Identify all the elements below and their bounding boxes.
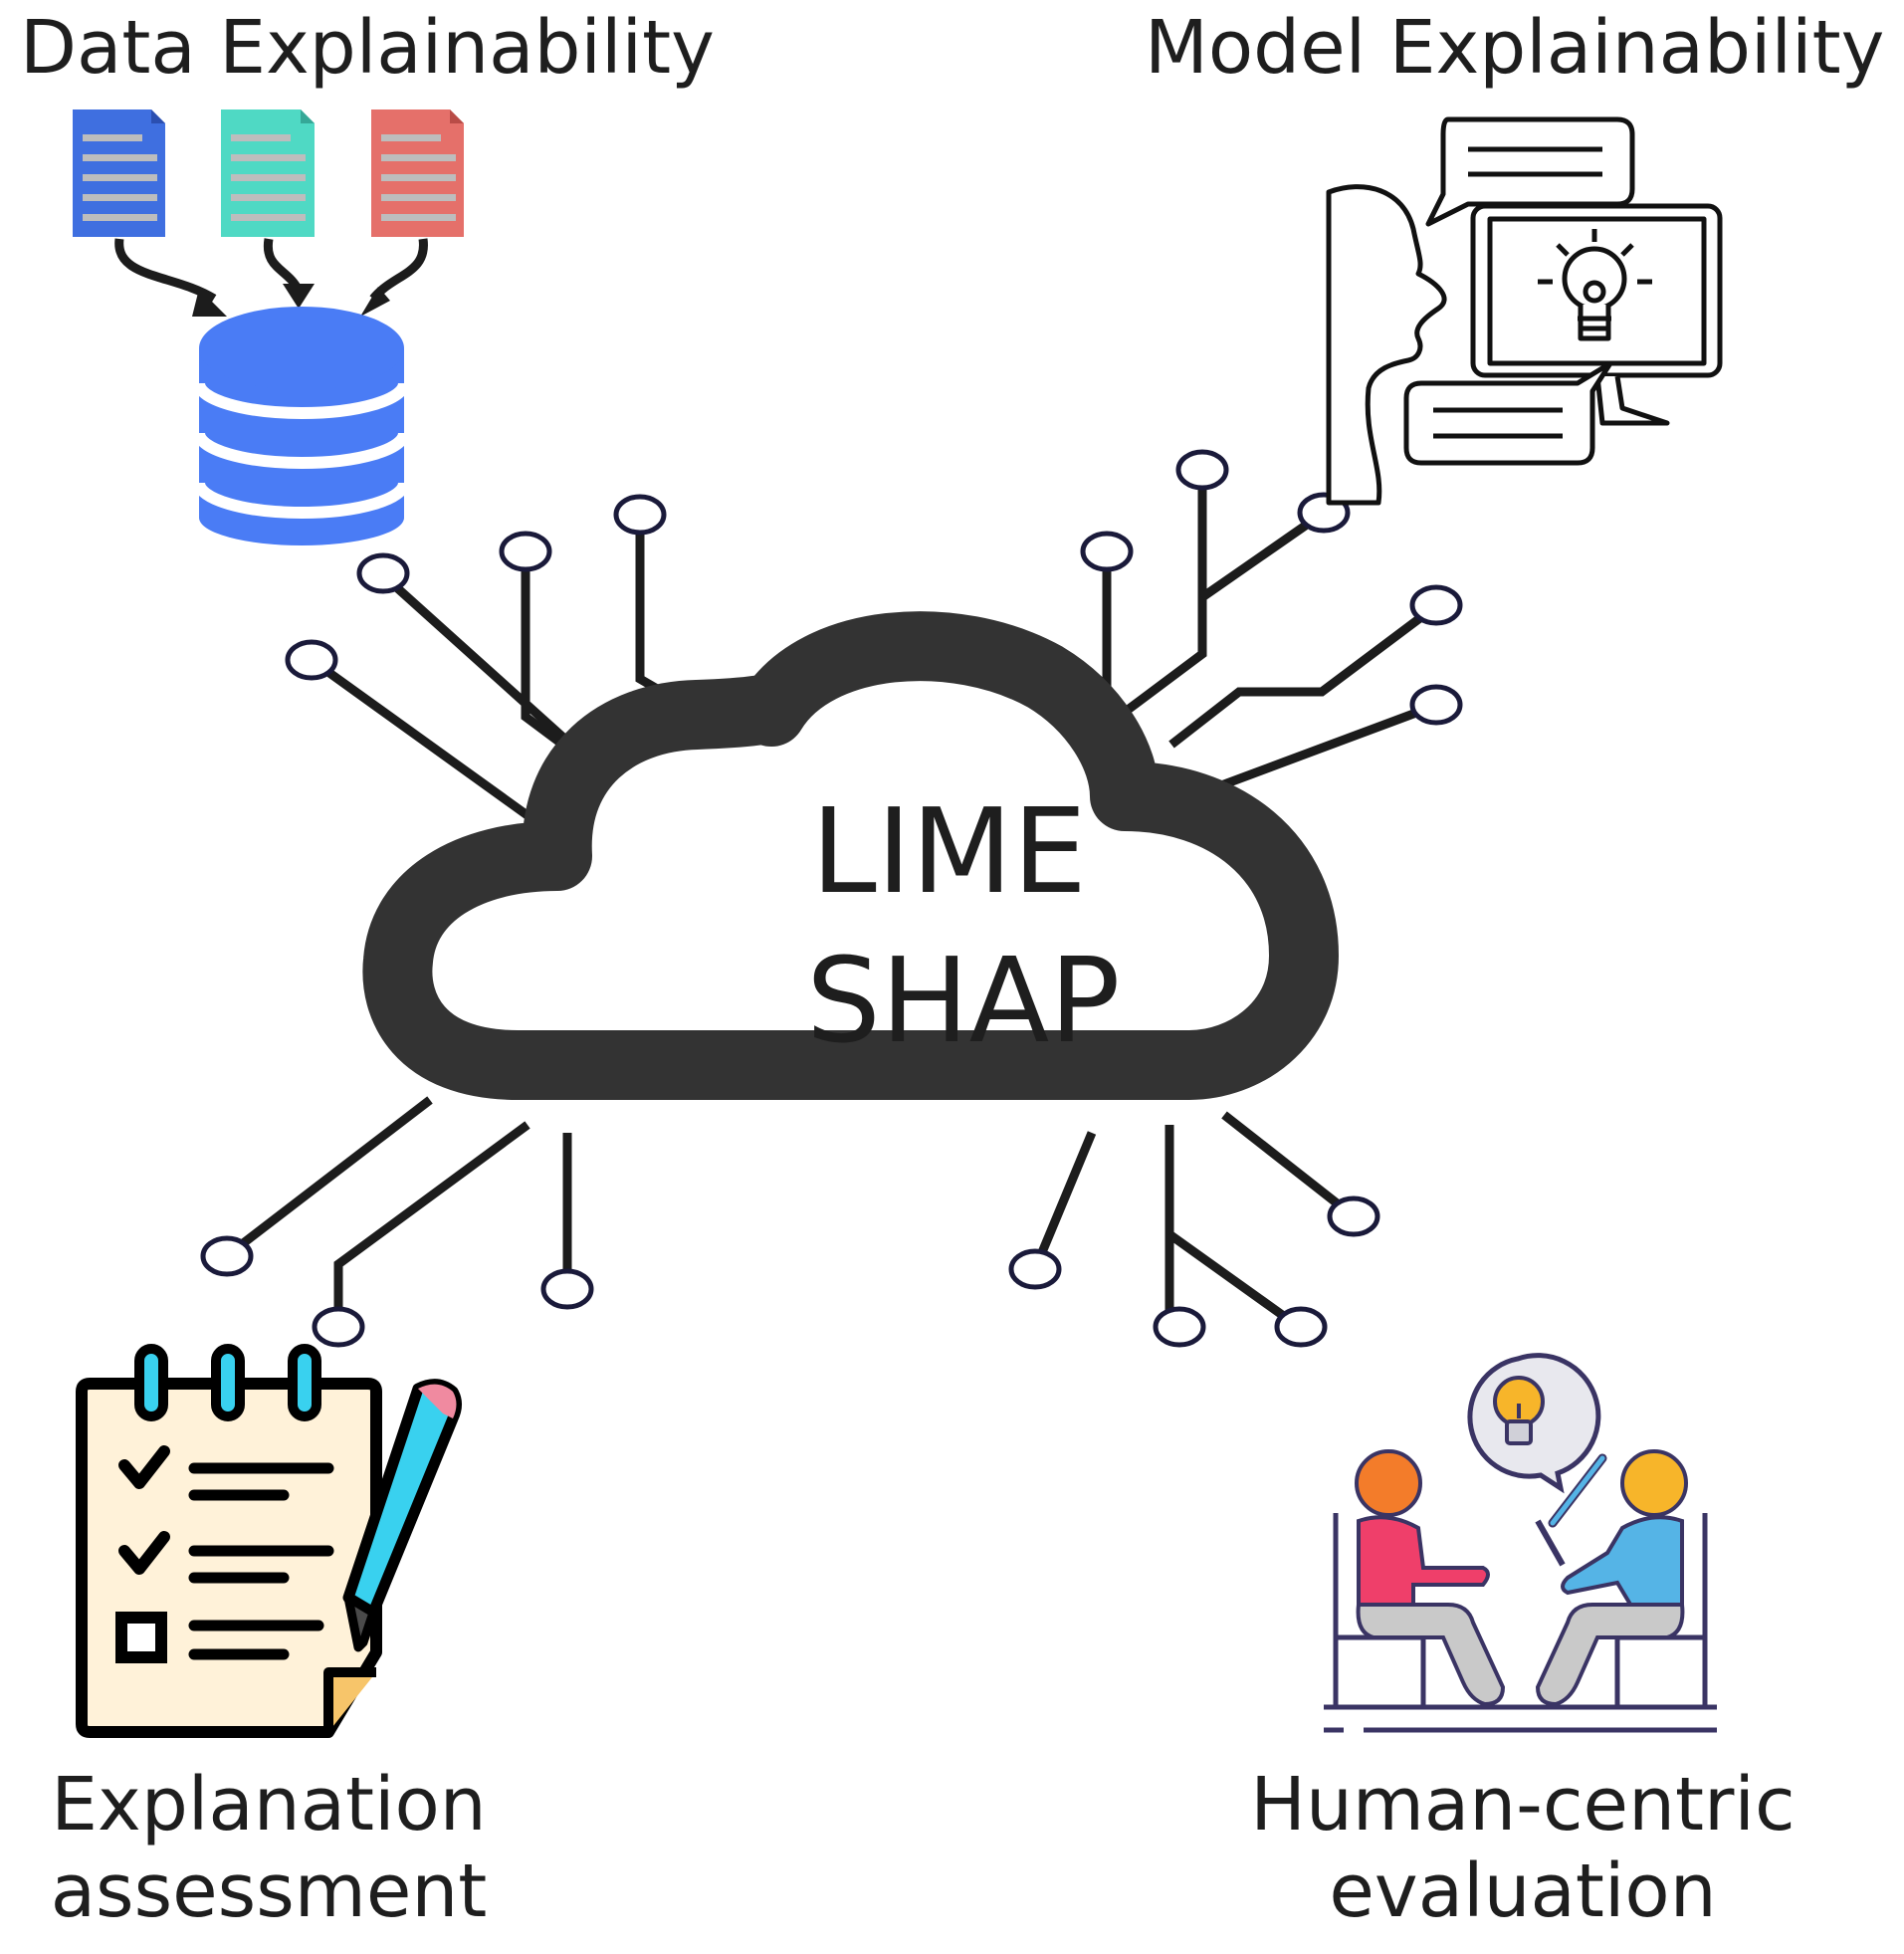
document-icon [371, 109, 464, 237]
node-circle [285, 639, 338, 681]
document-icon [73, 109, 165, 237]
node-circle [1327, 1195, 1380, 1237]
human-centric-line1: Human-centric [1250, 1762, 1796, 1847]
node-circle [1409, 584, 1463, 626]
node-circle [356, 552, 410, 594]
human-centric-evaluation-label: Human-centric evaluation [1234, 1762, 1811, 1936]
cloud-shape [362, 611, 1339, 1100]
lightbulb-bubble-icon [1467, 1353, 1601, 1494]
explanation-assessment-label: Explanation assessment [45, 1762, 493, 1936]
node-circle [312, 1306, 365, 1348]
node-circle [540, 1268, 594, 1310]
two-people-discussion-icon [1324, 1449, 1717, 1733]
checklist-clipboard-icon [76, 1344, 382, 1738]
node-circle [499, 531, 552, 572]
cloud-text-shap: SHAP [806, 932, 1121, 1069]
pencil-icon [342, 1379, 462, 1652]
network-nodes [200, 449, 1463, 1348]
node-circle [1008, 1248, 1062, 1290]
node-circle [613, 494, 667, 536]
explanation-assessment-icons [76, 1344, 462, 1738]
speech-bubble-icon [1425, 116, 1635, 227]
node-circle [1080, 531, 1134, 572]
node-circle [1175, 449, 1229, 491]
speech-bubble-icon [1403, 360, 1613, 466]
connector-lines [226, 485, 1436, 1331]
model-explainability-label: Model Explainability [1145, 5, 1885, 91]
database-icon [193, 307, 410, 545]
cloud-text-lime: LIME [811, 782, 1087, 920]
human-centric-line2: evaluation [1329, 1848, 1717, 1935]
model-explainability-icons [1326, 116, 1723, 506]
explanation-assessment-line1: Explanation [51, 1762, 487, 1847]
data-explainability-label: Data Explainability [20, 5, 715, 91]
human-centric-evaluation-icons [1324, 1353, 1717, 1733]
data-explainability-icons [73, 109, 464, 545]
node-circle [200, 1235, 254, 1277]
document-icon [221, 109, 315, 237]
explanation-assessment-line2: assessment [50, 1848, 488, 1935]
person-profile-icon [1326, 184, 1447, 506]
node-circle [1274, 1306, 1328, 1348]
node-circle [1409, 684, 1463, 726]
node-circle [1153, 1306, 1206, 1348]
